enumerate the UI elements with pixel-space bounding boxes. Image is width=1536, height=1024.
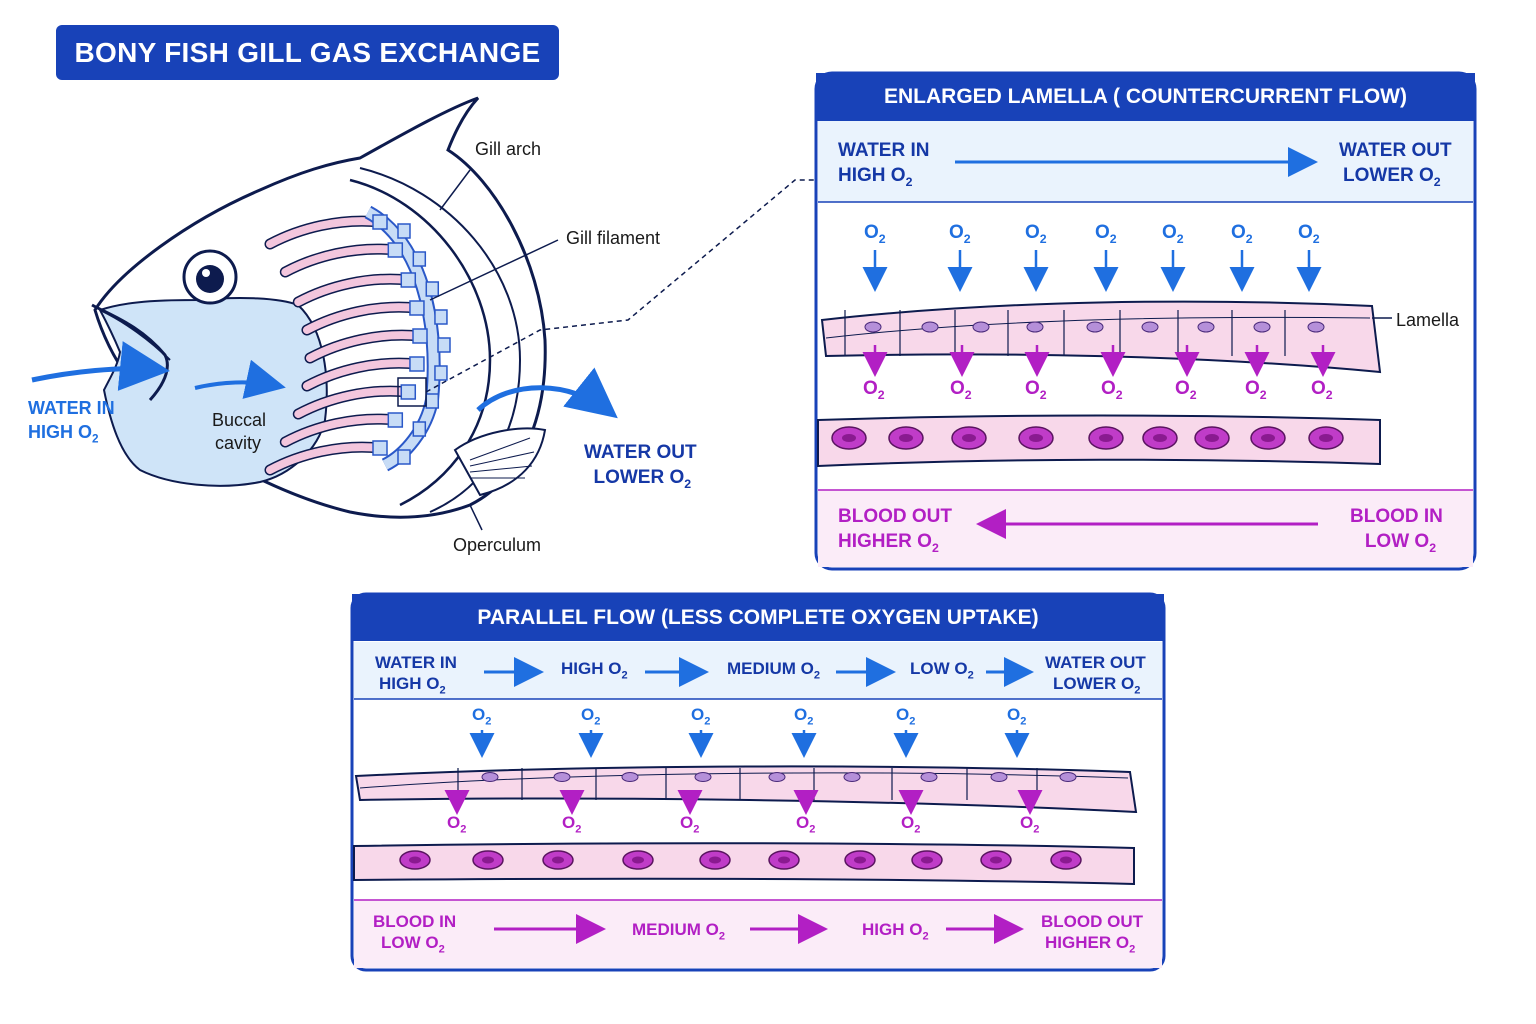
o2-water-label: O2 (1095, 222, 1117, 246)
lamella-cell-nucleus (972, 321, 990, 333)
gill-arch-knob (400, 272, 417, 288)
label-buccal: Buccal (212, 410, 267, 430)
counter-panel (814, 71, 1477, 571)
lamella-cell-nucleus (921, 321, 939, 333)
lamella-cell-nucleus (920, 772, 938, 782)
lamella-cell-nucleus (481, 772, 499, 782)
gill-filaments (264, 215, 426, 476)
counter-heading: ENLARGED LAMELLA ( COUNTERCURRENT FLOW) (816, 73, 1475, 121)
gill-arch-knob (372, 214, 388, 230)
gill-arch-knob (409, 356, 425, 372)
o2-water-label: O2 (949, 222, 971, 246)
o2-water-label: O2 (896, 705, 916, 728)
lamella-cell-nucleus (694, 772, 712, 782)
lamella-cell-nucleus (864, 321, 882, 333)
buccal-arrow (194, 359, 286, 399)
lamella-cell-nucleus (621, 772, 639, 782)
o2-water-label: O2 (864, 222, 886, 246)
o2-blood-label: O2 (796, 813, 816, 836)
gill-arch-knob (409, 300, 425, 316)
water-in-arrow (31, 341, 170, 391)
o2-blood-label: O2 (447, 813, 467, 836)
lamella-cell-nucleus (843, 772, 861, 782)
parallel-heading: PARALLEL FLOW (LESS COMPLETE OXYGEN UPTA… (352, 594, 1164, 641)
gill-arch-knob (387, 412, 404, 428)
lamella-cell-nucleus (1197, 321, 1215, 333)
lamella-cell-nucleus (1141, 321, 1159, 333)
lamella-cell-nucleus (553, 772, 571, 782)
o2-blood-label: O2 (1175, 378, 1197, 402)
parallel-water-step-2: MEDIUM O2 (727, 659, 821, 682)
o2-blood-label: O2 (950, 378, 972, 402)
lamella-cell-nucleus (1086, 321, 1104, 333)
parallel-water-step-1: HIGH O2 (561, 659, 628, 682)
o2-water-label: O2 (794, 705, 814, 728)
o2-water-label: O2 (472, 705, 492, 728)
o2-water-label: O2 (1231, 222, 1253, 246)
o2-blood-label: O2 (1020, 813, 1040, 836)
o2-blood-label: O2 (1101, 378, 1123, 402)
o2-blood-label: O2 (1025, 378, 1047, 402)
o2-blood-label: O2 (863, 378, 885, 402)
label-cavity: cavity (215, 433, 262, 453)
lamella-cell-nucleus (1059, 772, 1077, 782)
parallel-blood-step-2: HIGH O2 (862, 920, 929, 943)
gill-arch-knob (412, 328, 428, 344)
o2-water-label: O2 (1007, 705, 1027, 728)
o2-water-label: O2 (1162, 222, 1184, 246)
water-out-arrow (476, 367, 618, 419)
o2-water-label: O2 (1298, 222, 1320, 246)
parallel-blood-step-1: MEDIUM O2 (632, 920, 726, 943)
gill-arch-knob (387, 242, 404, 258)
parallel-water-step-3: LOW O2 (910, 659, 974, 682)
gill-arch-segments (372, 214, 451, 465)
operculum-line (349, 178, 492, 507)
label-gill-arch: Gill arch (475, 139, 542, 159)
lamella-cell-nucleus (1307, 321, 1325, 333)
o2-blood-label: O2 (1311, 378, 1333, 402)
o2-blood-label: O2 (562, 813, 582, 836)
label-operculum: Operculum (453, 535, 542, 555)
parallel-panel (350, 592, 1166, 972)
o2-blood-label: O2 (1245, 378, 1267, 402)
o2-water-label: O2 (1025, 222, 1047, 246)
zoom-line (425, 179, 818, 393)
lamella-cell-nucleus (1026, 321, 1044, 333)
gill-arch-knob (372, 440, 388, 456)
label-lamella: Lamella (1396, 310, 1460, 330)
gill-arch-knob (400, 384, 417, 400)
page-title: BONY FISH GILL GAS EXCHANGE (56, 25, 559, 80)
o2-water-label: O2 (581, 705, 601, 728)
lamella-cell-nucleus (1253, 321, 1271, 333)
o2-blood-label: O2 (680, 813, 700, 836)
label-gill-filament: Gill filament (566, 228, 661, 248)
lamella-cell-nucleus (768, 772, 786, 782)
lamella-cell-nucleus (990, 772, 1008, 782)
o2-water-label: O2 (691, 705, 711, 728)
o2-blood-label: O2 (901, 813, 921, 836)
